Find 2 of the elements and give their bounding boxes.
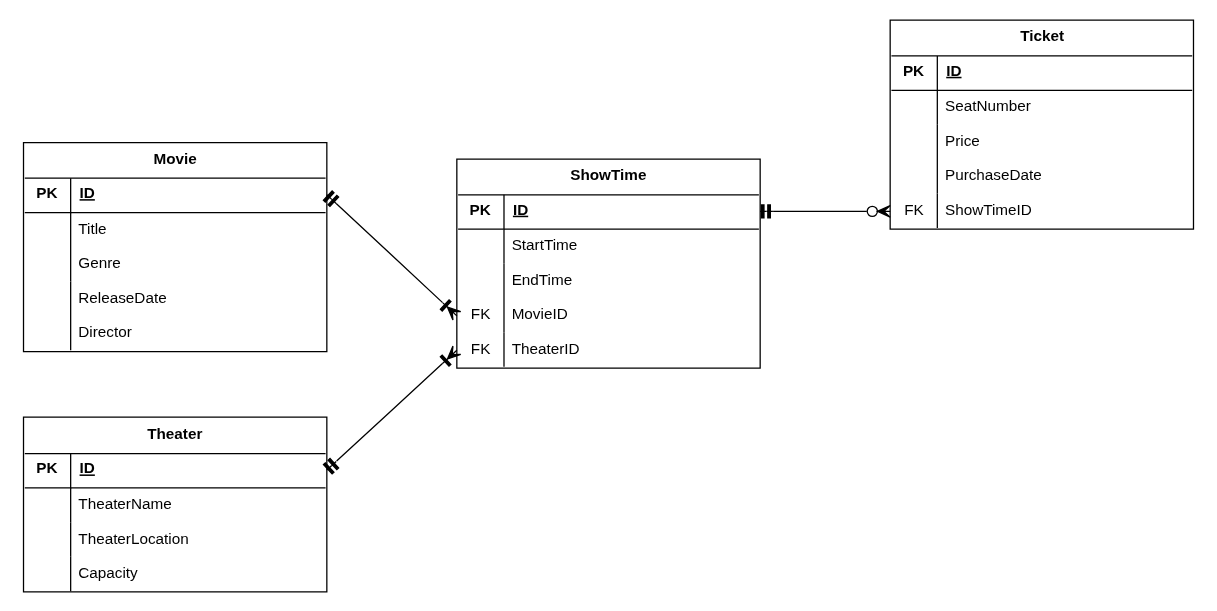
connector (322, 189, 462, 321)
connector (322, 344, 462, 475)
